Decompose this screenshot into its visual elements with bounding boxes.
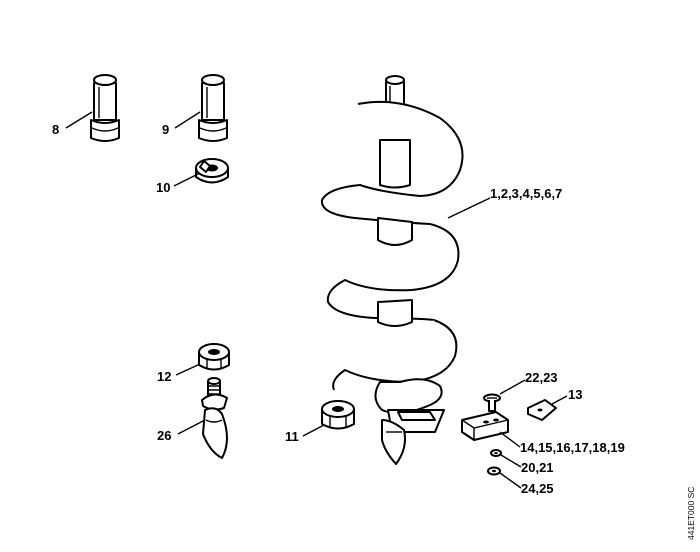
nut-24-25 bbox=[487, 466, 501, 476]
label-9: 9 bbox=[162, 122, 169, 137]
label-20-21: 20,21 bbox=[521, 460, 554, 475]
adapter-pin-8 bbox=[90, 74, 120, 142]
leader-line-22-23 bbox=[499, 379, 526, 395]
label-8: 8 bbox=[52, 122, 59, 137]
leader-line-8 bbox=[65, 111, 93, 129]
leader-line-13 bbox=[551, 395, 568, 405]
nut-12 bbox=[198, 343, 230, 371]
label-26: 26 bbox=[157, 428, 171, 443]
label-12: 12 bbox=[157, 369, 171, 384]
label-10: 10 bbox=[156, 180, 170, 195]
leader-line-20-21 bbox=[500, 454, 522, 468]
label-11: 11 bbox=[285, 429, 299, 444]
adapter-pin-9 bbox=[198, 74, 228, 142]
slotted-ring-10 bbox=[195, 158, 229, 184]
nut-11 bbox=[321, 400, 355, 430]
pilot-point-26 bbox=[201, 377, 228, 459]
leader-line-24-25 bbox=[499, 472, 522, 489]
leader-line-14-19 bbox=[499, 431, 521, 448]
auger-1-7 bbox=[320, 75, 464, 465]
label-22-23: 22,23 bbox=[525, 370, 558, 385]
leader-line-1-7 bbox=[447, 197, 491, 219]
leader-line-10 bbox=[173, 172, 201, 187]
clip-13 bbox=[527, 399, 557, 421]
label-24-25: 24,25 bbox=[521, 481, 554, 496]
leader-line-9 bbox=[174, 111, 201, 129]
drawing-code: 441ET000 SC bbox=[686, 487, 696, 540]
leader-line-12 bbox=[175, 363, 201, 376]
washer-20-21 bbox=[490, 449, 502, 457]
screw-22-23 bbox=[483, 393, 501, 412]
leader-line-11 bbox=[302, 424, 325, 437]
label-1-7: 1,2,3,4,5,6,7 bbox=[490, 186, 562, 201]
leader-line-26 bbox=[177, 419, 206, 435]
label-14-19: 14,15,16,17,18,19 bbox=[520, 440, 625, 455]
cutting-blade-14-19 bbox=[461, 411, 509, 441]
label-13: 13 bbox=[568, 387, 582, 402]
